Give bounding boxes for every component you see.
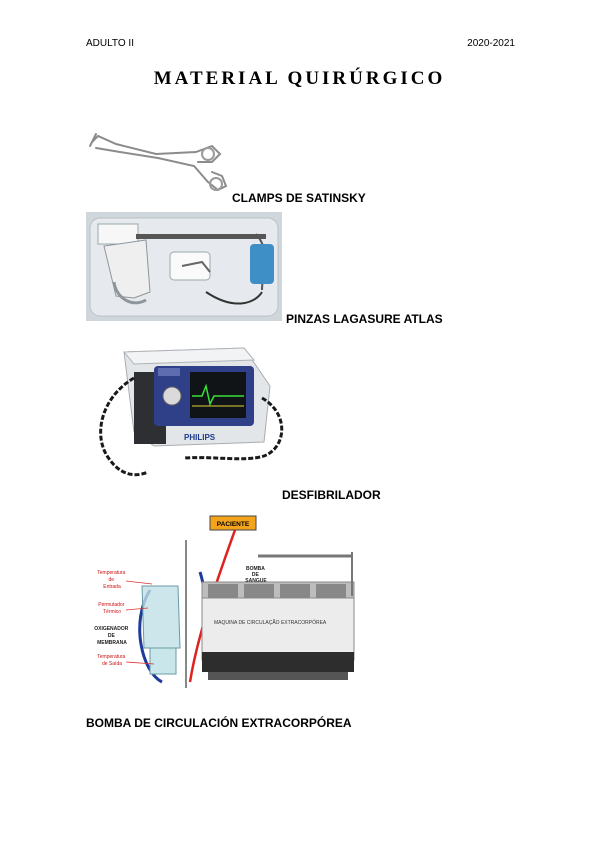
- caption-defibrillator: DESFIBRILADOR: [282, 488, 381, 502]
- ligasure-atlas-image: [86, 212, 282, 321]
- caption-satinsky-clamp: CLAMPS DE SATINSKY: [232, 191, 366, 205]
- header-right: 2020-2021: [467, 38, 515, 49]
- page-title: MATERIAL QUIRÚRGICO: [153, 68, 446, 89]
- satinsky-clamp-image: [86, 128, 231, 198]
- caption-extracorporeal-pump: BOMBA DE CIRCULACIÓN EXTRACORPÓREA: [86, 716, 352, 730]
- label-machine: MAQUINA DE CIRCULAÇÃO EXTRACORPÓREA: [214, 619, 327, 626]
- label-paciente: PACIENTE: [217, 521, 250, 528]
- label-exchanger: Permutador Térmico: [98, 602, 126, 615]
- header-left: ADULTO II: [86, 38, 134, 49]
- label-temp-out: Temperatura de Saída: [97, 654, 126, 667]
- label-oxygenator: OXIGENADOR DE MEMBRANA: [94, 626, 130, 646]
- label-pump: BOMBA DE SANGUE: [245, 566, 267, 584]
- label-temp-in: Temperatura de Entrada: [97, 570, 126, 590]
- extracorporeal-pump-image: PACIENTE MAQUINA DE CIRCULAÇÃO EXTRACORP…: [90, 512, 365, 702]
- defibrillator-brand: PHILIPS: [184, 433, 216, 442]
- caption-ligasure-atlas: PINZAS LAGASURE ATLAS: [286, 312, 443, 326]
- defibrillator-image: PHILIPS: [94, 338, 294, 488]
